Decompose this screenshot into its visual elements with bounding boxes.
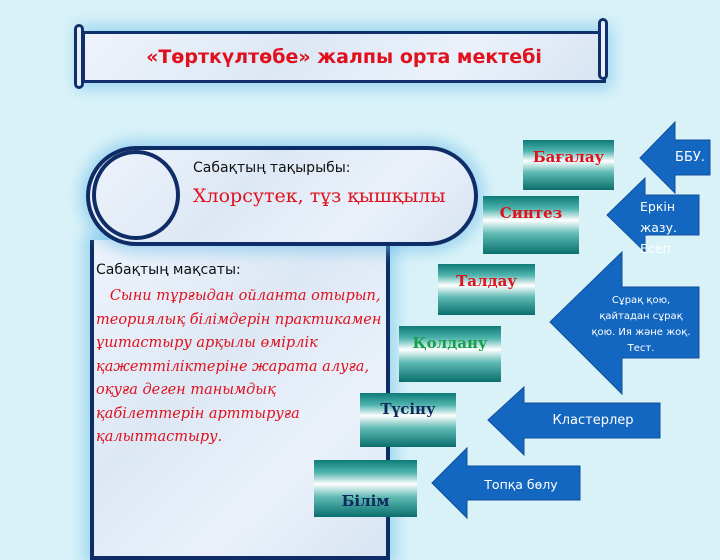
level-label: Қолдану [412, 334, 488, 352]
level-label: Түсіну [380, 400, 436, 418]
level-application: Қолдану [399, 326, 501, 382]
banner-right-rod [598, 18, 608, 80]
goal-label: Сабақтың мақсаты: [96, 262, 241, 278]
level-label: Талдау [456, 272, 517, 290]
level-synthesis: Синтез [483, 196, 579, 254]
arrow-label-free-writing: Еркін жазу. Есеп [640, 199, 677, 256]
lesson-topic: Хлорсутек, тұз қышқылы [193, 185, 446, 207]
school-title: «Төрткүлтөбе» жалпы орта мектебі [146, 46, 542, 68]
topic-label: Сабақтың тақырыбы: [193, 160, 351, 176]
level-analysis: Талдау [438, 264, 535, 315]
arrow-label-grouping: Топқа бөлу [484, 477, 558, 492]
banner-left-rod [74, 24, 84, 89]
level-label: Білім [341, 492, 390, 510]
arrow-label-clusters: Кластерлер [552, 413, 634, 428]
level-label: Синтез [499, 204, 563, 222]
scroll-curl [92, 150, 180, 240]
title-banner [82, 31, 606, 83]
level-label: Бағалау [532, 148, 605, 166]
arrow-label-questions: Сұрақ қою, қайтадан сұрақ қою. Ия және ж… [591, 295, 691, 354]
level-understanding: Түсіну [360, 393, 456, 447]
lesson-goal: Сыни тұрғыдан ойланта отырып, теориялық … [96, 288, 387, 445]
arrow-label-bbu: ББУ. [675, 150, 705, 165]
level-knowledge: Білім [314, 460, 417, 517]
level-evaluation: Бағалау [523, 140, 614, 190]
